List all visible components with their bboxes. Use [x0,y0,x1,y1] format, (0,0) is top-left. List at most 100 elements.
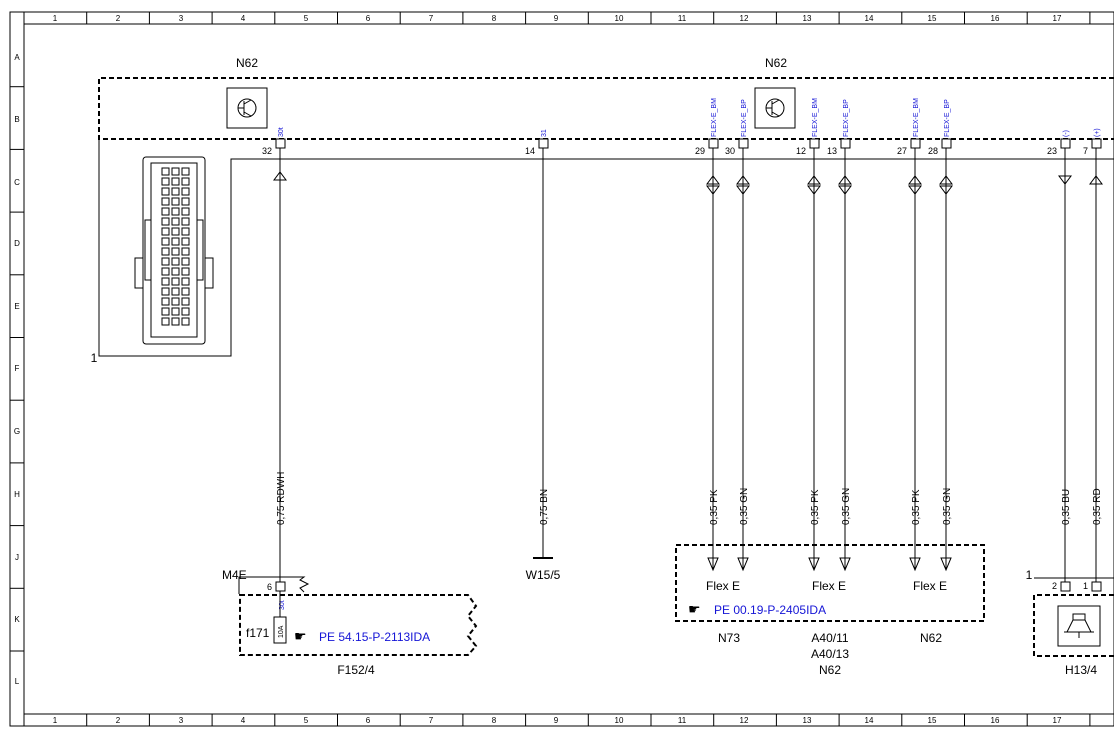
col-label: 4 [241,716,246,725]
connector-number-h13: 1 [1026,568,1033,582]
connector-cavity [161,197,170,206]
col-label: 2 [116,716,121,725]
pin-signal: FLEX-E_BP [944,99,951,137]
col-label: 6 [366,716,371,725]
connector-cavity [171,257,180,266]
connector-cavity [161,207,170,216]
connector-cavity [181,267,190,276]
col-label: 13 [803,716,812,725]
pin-13: 13 FLEX-E_BP 0,35 GN [827,99,852,572]
reference-link-pe00[interactable]: ☛ PE 00.19-P-2405IDA [688,601,826,617]
connector-cavity [181,237,190,246]
row-label: K [14,615,20,624]
pin-signal: 31 [541,129,548,137]
pin-signal: FLEX-E_BP [741,99,748,137]
pin-number: 12 [796,146,806,156]
connector-cavity [171,297,180,306]
pin-number: 27 [897,146,907,156]
col-label: 8 [492,14,497,23]
pin-signal: FLEX-E_BM [711,98,718,137]
pin-30: 30 FLEX-E_BP 0,35 GN [725,99,750,572]
col-label: 7 [429,716,434,725]
pin-number: 14 [525,146,535,156]
col-label: 5 [304,716,309,725]
connector-cavity [161,267,170,276]
connector-cavity [181,227,190,236]
component-label-n73: N73 [718,631,740,645]
row-label: L [15,677,20,686]
connector-cavity [171,267,180,276]
connector-cavity [171,177,180,186]
pin-signal: 30t [278,127,285,137]
col-label: 7 [429,14,434,23]
pin-signal: FLEX-E_BM [913,98,920,137]
speaker-box-h13: 2 1 [1033,577,1114,657]
pin-7: 7 (+) 0,35 RD [1083,128,1103,582]
col-label: 1 [53,14,58,23]
col-label: 3 [179,14,184,23]
component-label-m4e: M4E [222,568,247,582]
connector-cavity [181,277,190,286]
connector-cavity [161,187,170,196]
connector-cavity [181,187,190,196]
reference-link-pe54[interactable]: ☛ PE 54.15-P-2113IDA [294,628,430,644]
connector-cavity [171,287,180,296]
wire-label: 0,75 BN [539,489,550,525]
connector-cavity [171,167,180,176]
row-label: E [14,302,19,311]
pin-signal: FLEX-E_BP [843,99,850,137]
fuse-rating: 10A [278,625,285,638]
pin-number: 13 [827,146,837,156]
connector-cavity [171,247,180,256]
pin-number: 6 [267,582,272,592]
col-label: 11 [678,14,687,23]
component-label-n62-right: N62 [765,56,787,70]
col-label: 15 [928,716,937,725]
pin-32: 32 30t 0,75 RDWH [262,127,287,582]
wire-label: 0,35 GN [841,488,852,525]
component-label-a40-11: A40/11 [811,631,848,645]
connector-number: 1 [91,351,98,365]
col-label: 3 [179,716,184,725]
connector-cavity [181,287,190,296]
pin-28: 28 FLEX-E_BP 0,35 GN [928,99,953,572]
col-label: 6 [366,14,371,23]
col-label: 11 [678,716,687,725]
connector-cavity [161,317,170,326]
pin-27: 27 FLEX-E_BM 0,35 PK [897,98,922,572]
flex-e-label: Flex E [706,579,740,593]
col-label: 10 [615,716,624,725]
transistor-icon [754,87,796,129]
pin-signal: (-) [1063,130,1070,137]
n62-module-outline [98,77,1114,140]
pin-number: 1 [1083,581,1088,591]
col-label: 16 [991,716,1000,725]
pin-12: 12 FLEX-E_BM 0,35 PK [796,98,821,572]
connector-cavity [161,167,170,176]
transistor-icon [226,87,268,129]
col-label: 1 [53,716,58,725]
col-label: 17 [1053,716,1062,725]
pointing-hand-icon: ☛ [688,601,701,617]
column-labels-top: 1 2 3 4 5 6 7 8 9 10 11 12 13 14 15 16 1… [53,14,1062,23]
connector-cavity [171,227,180,236]
pin-number: 7 [1083,146,1088,156]
connector-cavity [181,307,190,316]
connector-cavity [181,247,190,256]
sheet-frame [9,11,1114,727]
connector-cavity [181,217,190,226]
pin-number: 23 [1047,146,1057,156]
col-label: 13 [803,14,812,23]
component-label-n62-left: N62 [236,56,258,70]
col-label: 17 [1053,14,1062,23]
connector-cavity [161,307,170,316]
pin-signal: (+) [1094,128,1101,137]
connector-cavity [161,177,170,186]
flex-e-label: Flex E [812,579,846,593]
row-label: D [14,239,20,248]
pin-14: 14 31 0,75 BN [525,129,553,559]
wire-label: 0,35 PK [709,489,720,525]
wire-label: 0,35 GN [739,488,750,525]
row-label: J [15,553,19,562]
wire-label: 0,35 BU [1061,489,1072,525]
